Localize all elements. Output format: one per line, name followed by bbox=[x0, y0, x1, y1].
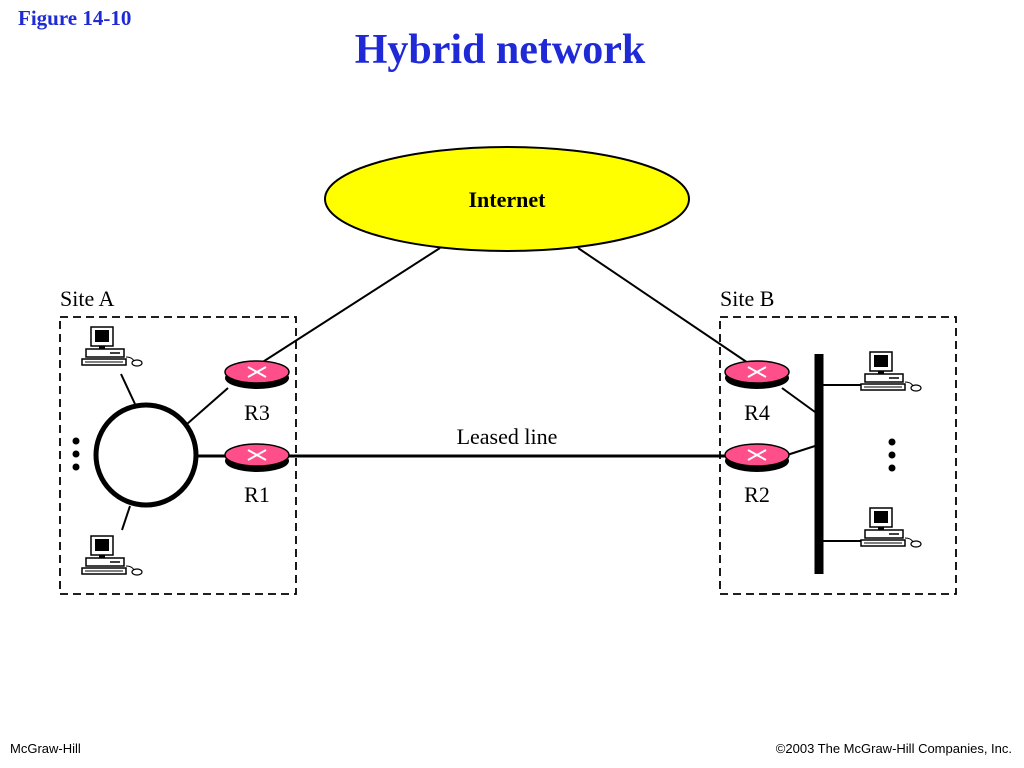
computer-icon bbox=[81, 326, 143, 367]
site-a-label: Site A bbox=[60, 286, 115, 311]
internet-ellipse bbox=[324, 146, 690, 252]
router-r4-label: R4 bbox=[744, 400, 770, 425]
site-b-label: Site B bbox=[720, 286, 774, 311]
router-r2-label: R2 bbox=[744, 482, 770, 507]
footer-copyright: ©2003 The McGraw-Hill Companies, Inc. bbox=[775, 741, 1012, 756]
vertical-dots-icon bbox=[888, 438, 896, 472]
router-r1-label: R1 bbox=[244, 482, 270, 507]
computer-icon bbox=[860, 507, 922, 548]
figure-label: Figure 14-10 bbox=[18, 6, 132, 30]
site-a-box bbox=[59, 316, 297, 595]
internet-label: Internet bbox=[469, 187, 547, 212]
ring-link-r3 bbox=[186, 387, 229, 425]
link-r4-internet bbox=[577, 247, 755, 368]
link-r3-internet bbox=[257, 247, 441, 366]
page-title: Hybrid network bbox=[354, 27, 646, 73]
router-r1 bbox=[224, 443, 290, 473]
computer-icon bbox=[81, 535, 143, 576]
ring-link-bottom-pc bbox=[121, 505, 131, 531]
router-r3-label: R3 bbox=[244, 400, 270, 425]
computer-icon bbox=[860, 351, 922, 392]
router-r3 bbox=[224, 360, 290, 390]
ring-network bbox=[93, 402, 199, 508]
router-r4 bbox=[724, 360, 790, 390]
footer-publisher: McGraw-Hill bbox=[10, 741, 81, 756]
leased-line-label: Leased line bbox=[457, 424, 558, 449]
bus-link-r4 bbox=[781, 387, 816, 413]
vertical-dots-icon bbox=[72, 437, 80, 471]
ring-link-top-pc bbox=[120, 373, 136, 405]
router-r2 bbox=[724, 443, 790, 473]
